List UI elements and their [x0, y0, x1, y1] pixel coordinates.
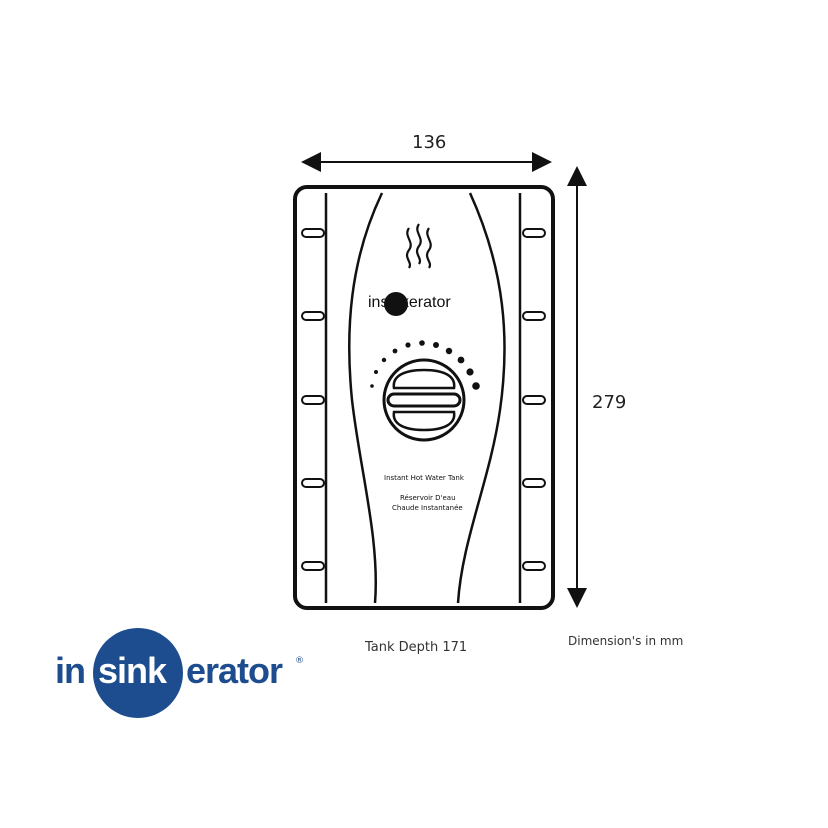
steam-icon: [405, 223, 432, 269]
device-label-line2: Réservoir D'eau: [400, 494, 456, 502]
right-rail-notches: [522, 228, 546, 571]
front-panel-left-curve: [347, 192, 384, 604]
logo-part-in: in: [55, 650, 86, 691]
left-rail-notches: [301, 228, 325, 571]
insinkerator-logo: in sink erator ®: [55, 628, 315, 718]
logo-part-sink: sink: [98, 650, 167, 691]
front-panel-right-curve: [456, 192, 506, 604]
device-brand-logo: insinkerator: [364, 292, 484, 316]
height-dimension-label: 279: [592, 392, 627, 413]
logo-circle: [93, 628, 183, 718]
temperature-dial-icon: [382, 358, 466, 442]
tank-depth-note: Tank Depth 171: [365, 640, 468, 655]
device-label-line3: Chaude Instantanée: [392, 504, 463, 512]
device-brand-text: insinkerator: [368, 294, 451, 311]
width-dimension-label: 136: [412, 132, 447, 153]
units-note: Dimension's in mm: [568, 634, 684, 648]
logo-part-erator: erator: [186, 650, 283, 691]
device-label-line1: Instant Hot Water Tank: [384, 474, 464, 482]
temperature-scale-dots: [370, 340, 480, 390]
logo-registered-mark: ®: [295, 656, 304, 666]
